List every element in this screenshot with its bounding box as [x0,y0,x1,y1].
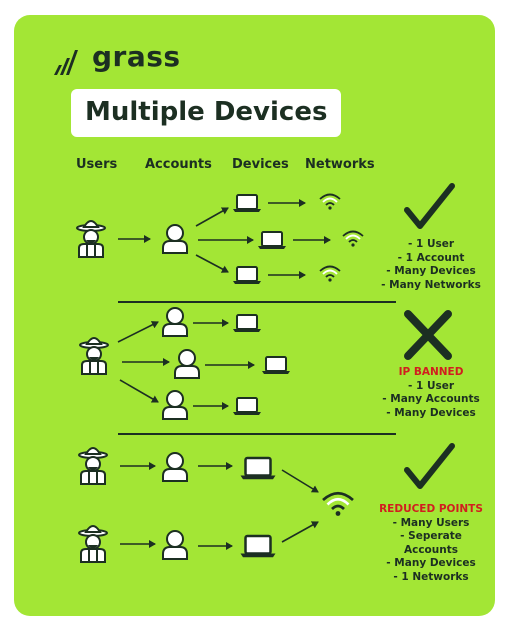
note-line: - Seperate Accounts [400,530,462,556]
arrow [281,521,319,543]
arrow [281,469,319,493]
note-line: - Many Accounts [382,393,480,405]
check-icon [404,443,455,489]
laptop-icon [239,456,277,481]
cross-icon [404,310,452,360]
user-icon [174,349,200,379]
status-label: IP BANNED [398,366,464,378]
user-icon [162,390,188,420]
farmer-icon [78,447,108,485]
arrow [195,207,229,227]
wifi-icon [342,230,364,248]
column-header-networks: Networks [305,157,375,172]
note-line: - Many Users [392,516,470,529]
note-line: - 1 Networks [393,570,469,583]
wifi-icon [321,491,355,518]
section-2-notes: IP BANNED - 1 User - Many Accounts - Man… [376,366,486,420]
laptop-icon [261,356,291,375]
farmer-icon [76,220,106,258]
laptop-icon [232,314,262,333]
check-icon [404,183,455,229]
farmer-icon [79,337,109,375]
status-label: REDUCED POINTS [379,503,483,515]
laptop-icon [239,534,277,559]
section-divider [118,301,396,303]
note-line: - 1 Account [397,251,465,264]
note-line: - 1 User [407,238,455,250]
column-header-users: Users [76,157,118,172]
page-title: Multiple Devices [85,97,328,127]
wifi-icon [319,193,341,211]
section-3-notes: REDUCED POINTS - Many Users - Seperate A… [372,503,490,584]
section-divider [118,433,396,435]
brand-name: grass [92,40,181,73]
arrow [119,379,159,403]
note-line: - Many Devices [386,406,476,419]
column-header-accounts: Accounts [145,157,212,172]
note-line: - Many Devices [386,265,476,277]
user-icon [162,307,188,337]
arrow [195,254,229,273]
arrow [117,321,159,343]
laptop-icon [232,266,262,285]
column-header-devices: Devices [232,157,289,172]
title-panel [71,89,341,137]
laptop-icon [257,231,287,250]
laptop-icon [232,194,262,213]
logo-icon [54,50,78,75]
note-line: - 1 User [407,379,455,392]
wifi-icon [319,265,341,283]
user-icon [162,452,188,482]
section-1-notes: - 1 User - 1 Account - Many Devices - Ma… [376,238,486,292]
user-icon [162,530,188,560]
note-line: - Many Networks [381,278,481,291]
farmer-icon [78,525,108,563]
note-line: - Many Devices [386,557,476,569]
laptop-icon [232,397,262,416]
user-icon [162,224,188,254]
